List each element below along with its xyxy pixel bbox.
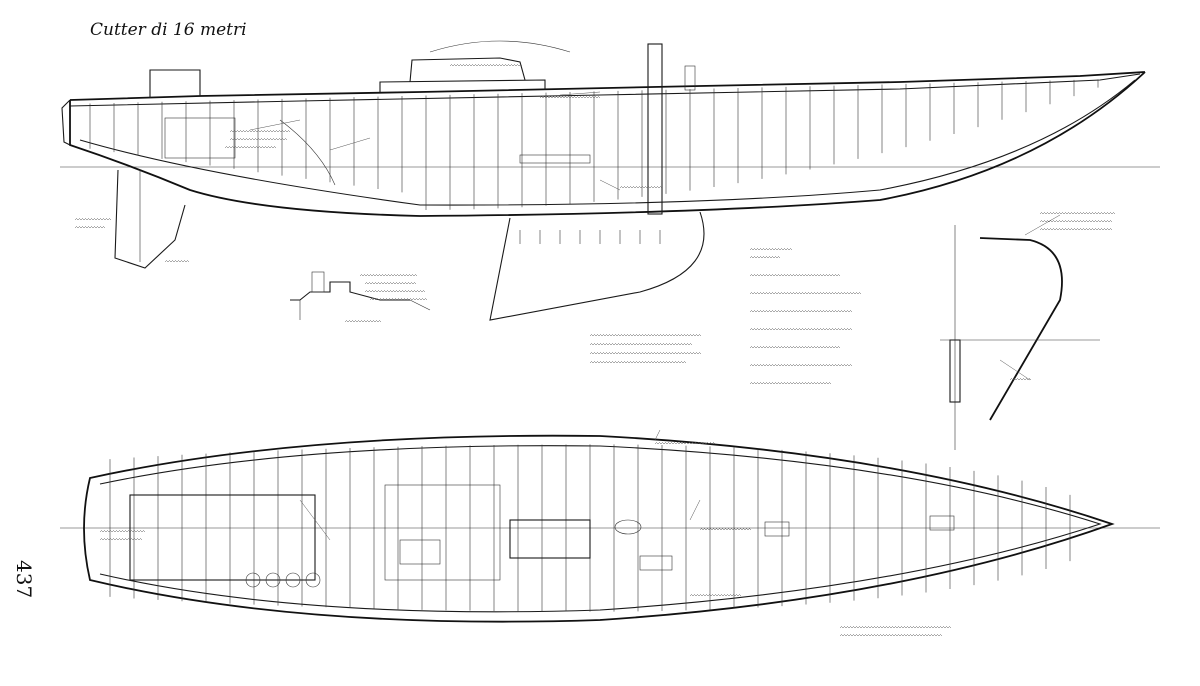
deck-line [69, 73, 1141, 107]
hull-bottom-profile [69, 71, 1146, 217]
handwritten-note-stroke [689, 594, 742, 597]
handwritten-note-stroke [749, 328, 853, 331]
handwritten-note-stroke [589, 334, 702, 337]
handwritten-note-stroke [839, 634, 943, 637]
handwritten-note-stroke [589, 352, 702, 355]
transom [61, 99, 71, 146]
handwritten-note-stroke [449, 64, 523, 67]
handwritten-note-stroke [359, 274, 418, 277]
fore-hatch [764, 521, 790, 537]
section-coaming [311, 271, 325, 293]
mast [647, 43, 663, 215]
handwritten-note-stroke [749, 256, 781, 259]
mast-partner [614, 519, 642, 535]
handwritten-note-stroke [589, 361, 687, 364]
section-deck-outline [290, 281, 410, 301]
handwritten-note-stroke [164, 260, 190, 263]
handwritten-note-stroke [344, 320, 382, 323]
handwritten-note-stroke [654, 442, 716, 445]
handwritten-note-stroke [839, 626, 952, 629]
bulwark-detail [940, 212, 1116, 450]
cockpit [129, 494, 316, 581]
profile-annotations [74, 64, 663, 263]
rudder [114, 169, 186, 269]
handwritten-note-stroke [1039, 220, 1113, 223]
handwritten-note-stroke [1039, 212, 1116, 215]
profile-leader-lines [249, 91, 621, 191]
forward-hatch [639, 555, 673, 571]
portlight-circle [265, 572, 281, 588]
sheer-line [69, 71, 1146, 101]
chain-hatch [929, 515, 955, 531]
deck-fitting [684, 65, 696, 91]
portlight-circle [305, 572, 321, 588]
plan-annotations [99, 442, 952, 637]
profile-view [60, 40, 1160, 321]
handwritten-note-stroke [749, 346, 841, 349]
handwritten-note-stroke [749, 292, 862, 295]
handwritten-note-stroke [369, 298, 428, 301]
portlight-circle [285, 572, 301, 588]
section-sides [299, 299, 431, 320]
handwritten-note-stroke [539, 96, 601, 99]
handwritten-note-stroke [749, 248, 793, 251]
transverse-section-detail [290, 271, 431, 323]
keel-fin [489, 211, 705, 321]
handwritten-note-stroke [1009, 378, 1032, 381]
specification-notes [589, 248, 862, 385]
handwritten-note-stroke [749, 274, 841, 277]
inner-keelson-line [79, 79, 1136, 206]
doghouse [409, 57, 526, 83]
handwritten-note-stroke [1039, 228, 1113, 231]
companionway [399, 539, 441, 565]
handwritten-note-stroke [229, 130, 291, 133]
handwritten-note-stroke [749, 382, 832, 385]
handwritten-note-stroke [749, 364, 853, 367]
bulwark-section-outline [979, 237, 1063, 421]
shaft-line [279, 119, 336, 186]
handwritten-note-stroke [74, 226, 106, 229]
portlights [245, 572, 321, 588]
portlight-circle [245, 572, 261, 588]
station-marks [519, 230, 661, 244]
inner-sheer-line [99, 445, 1102, 613]
handwritten-note-stroke [74, 218, 112, 221]
deck-outline [83, 434, 1115, 623]
section-annotations [344, 274, 428, 323]
handwritten-note-stroke [619, 186, 663, 189]
handwritten-note-stroke [364, 290, 426, 293]
handwritten-note-stroke [699, 528, 752, 531]
handwritten-note-stroke [99, 530, 146, 533]
cabin-trunk [379, 79, 546, 92]
engine-bay [164, 117, 236, 159]
profile-frames [89, 79, 1099, 210]
handwritten-note-stroke [589, 343, 693, 346]
berth-profile [519, 154, 591, 164]
detail-leaders [999, 214, 1061, 381]
detail-annotations [1009, 212, 1116, 381]
handwritten-note-stroke [229, 138, 288, 141]
drawing-title: Cutter di 16 metri [90, 20, 247, 40]
handwritten-note-stroke [364, 282, 417, 285]
handwritten-note-stroke [749, 310, 853, 313]
plan-leaders [299, 429, 701, 541]
companion-hatch [149, 69, 201, 98]
skylight [509, 519, 591, 559]
skylight-arc [429, 40, 571, 53]
handwritten-note-stroke [224, 146, 277, 149]
deck-plan-view [60, 429, 1160, 637]
main-hatch [384, 484, 501, 581]
handwritten-note-stroke [99, 538, 143, 541]
